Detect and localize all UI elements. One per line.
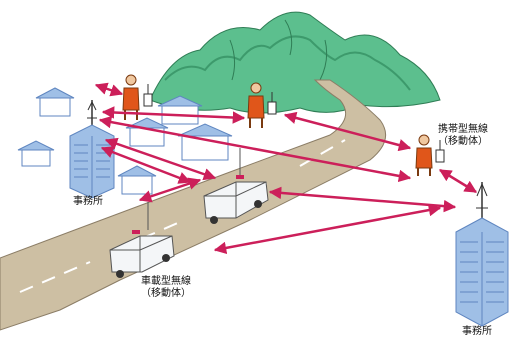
radio-link-arrow bbox=[283, 111, 412, 152]
house-icon bbox=[35, 87, 75, 117]
ambulance-icon bbox=[109, 202, 175, 278]
portable-radio-label-line1: 携帯型無線 bbox=[438, 124, 488, 135]
radio-link-arrow bbox=[98, 115, 412, 183]
radio-link-arrow bbox=[268, 186, 457, 213]
radio-link-arrow bbox=[94, 82, 124, 97]
vehicle-radio-label: 車載型無線 （移動体） bbox=[141, 276, 191, 300]
office-left-label: 事務所 bbox=[73, 196, 103, 207]
office-building-icon bbox=[455, 182, 509, 327]
office-right-label: 事務所 bbox=[462, 326, 492, 337]
portable-radio-label-line2: （移動体） bbox=[438, 136, 488, 147]
vehicle-radio-label-line2: （移動体） bbox=[141, 288, 191, 299]
portable-radio-label: 携帯型無線 （移動体） bbox=[438, 124, 488, 148]
vehicle-radio-label-line1: 車載型無線 bbox=[141, 276, 191, 287]
radio-link-arrow bbox=[100, 146, 192, 184]
radio-link-arrow bbox=[138, 177, 202, 203]
mountain-range-icon bbox=[149, 11, 441, 114]
radio-link-arrow bbox=[438, 168, 478, 194]
radio-link-arrows bbox=[94, 82, 478, 255]
person-with-radio-icon bbox=[415, 134, 445, 176]
radio-link-arrow bbox=[101, 106, 246, 124]
house-icon bbox=[117, 165, 157, 195]
radio-link-arrow bbox=[213, 203, 442, 255]
person-with-radio-icon bbox=[122, 74, 153, 120]
house-icon bbox=[17, 140, 55, 167]
